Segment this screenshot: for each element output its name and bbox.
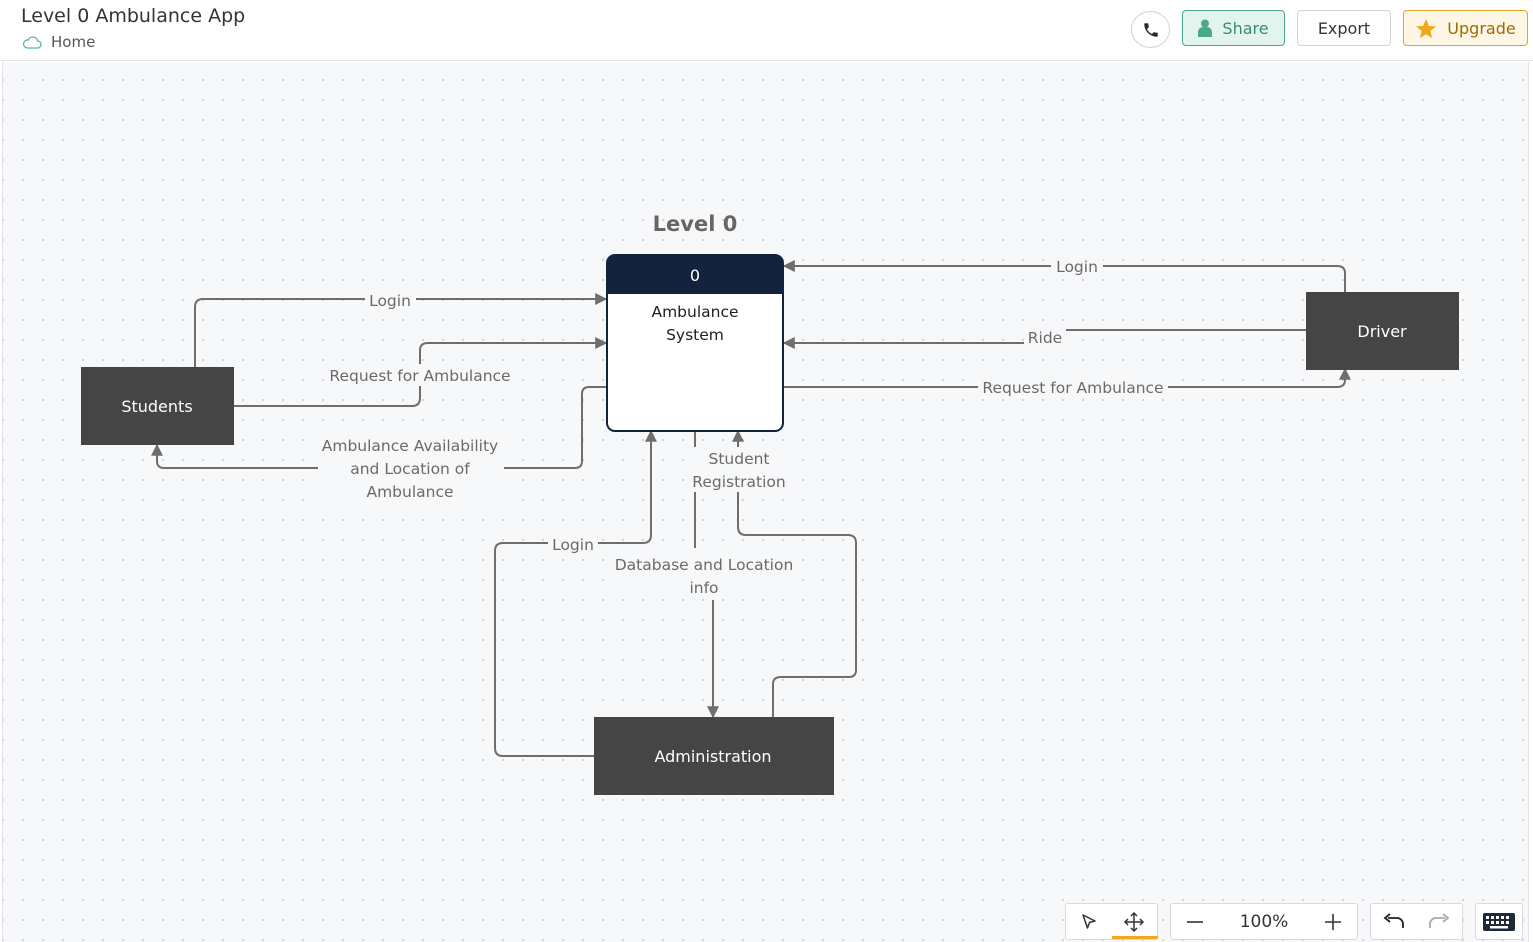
zoom-group: 100% (1170, 903, 1358, 940)
label-registration-line1[interactable]: Student (708, 450, 769, 468)
star-icon (1416, 18, 1437, 38)
label-database-line1[interactable]: Database and Location (615, 556, 794, 574)
call-button[interactable] (1131, 11, 1170, 48)
history-group (1370, 903, 1463, 940)
upgrade-label: Upgrade (1447, 18, 1516, 38)
entity-administration-label: Administration (654, 747, 771, 766)
process-name-line2: System (666, 326, 724, 344)
active-tool-indicator (1111, 936, 1158, 939)
redo-icon (1429, 912, 1450, 928)
label-registration-line2[interactable]: Registration (692, 473, 785, 491)
keyboard-icon (1483, 912, 1515, 931)
tool-mode-group (1065, 903, 1158, 940)
label-backgrounds (318, 255, 1168, 599)
process-name-line1: Ambulance (651, 303, 738, 321)
flow-registration[interactable] (732, 429, 857, 718)
diagram-title[interactable]: Level 0 (653, 212, 738, 236)
label-driver-request[interactable]: Request for Ambulance (982, 379, 1163, 397)
process-number: 0 (690, 266, 700, 285)
label-driver-login[interactable]: Login (1056, 258, 1098, 276)
pan-tool-button[interactable] (1111, 904, 1158, 939)
share-button[interactable]: Share (1182, 10, 1285, 46)
entity-students-label: Students (121, 397, 192, 416)
label-students-login[interactable]: Login (369, 292, 411, 310)
upgrade-button[interactable]: Upgrade (1403, 10, 1528, 46)
zoom-in-button[interactable] (1309, 904, 1357, 939)
breadcrumb[interactable]: Home (22, 33, 95, 51)
label-availability-line3[interactable]: Ambulance (366, 483, 453, 501)
process-ambulance-system[interactable]: 0 Ambulance System (606, 254, 784, 432)
label-driver-ride[interactable]: Ride (1028, 329, 1062, 347)
flow-driver-login[interactable] (782, 260, 1346, 293)
flow-driver-request[interactable] (783, 367, 1351, 388)
keyboard-shortcuts-button[interactable] (1476, 904, 1522, 939)
label-availability-line2[interactable]: and Location of (350, 460, 470, 478)
zoom-level[interactable]: 100% (1239, 911, 1289, 932)
zoom-out-icon (1187, 920, 1203, 923)
label-students-request[interactable]: Request for Ambulance (329, 367, 510, 385)
select-tool-button[interactable] (1066, 904, 1112, 939)
redo-button[interactable] (1417, 904, 1463, 939)
phone-icon (1143, 22, 1158, 37)
breadcrumb-home[interactable]: Home (51, 33, 96, 51)
entity-driver[interactable]: Driver (1306, 292, 1459, 370)
zoom-out-button[interactable] (1171, 904, 1219, 939)
export-button[interactable]: Export (1297, 10, 1391, 46)
label-availability-line1[interactable]: Ambulance Availability (322, 437, 498, 455)
flow-availability[interactable] (151, 386, 607, 469)
document-title[interactable]: Level 0 Ambulance App (21, 5, 246, 27)
undo-icon (1383, 912, 1404, 928)
user-icon (1198, 19, 1213, 37)
flow-students-login[interactable] (194, 293, 608, 368)
pan-icon (1124, 911, 1145, 932)
keyboard-shortcuts-group (1475, 903, 1523, 940)
share-label: Share (1222, 18, 1269, 38)
zoom-in-icon (1325, 913, 1341, 930)
entity-administration[interactable]: Administration (594, 717, 834, 795)
top-bar: Level 0 Ambulance App Home Share Export … (0, 0, 1533, 61)
entity-students[interactable]: Students (81, 367, 234, 445)
undo-button[interactable] (1371, 904, 1417, 939)
pointer-icon (1082, 913, 1096, 929)
export-label: Export (1317, 18, 1371, 38)
cloud-icon (22, 36, 42, 49)
label-admin-login[interactable]: Login (552, 536, 594, 554)
label-database-line2[interactable]: info (689, 579, 718, 597)
entity-driver-label: Driver (1357, 322, 1407, 341)
flow-admin-login[interactable] (494, 429, 657, 757)
diagram-canvas[interactable] (2, 62, 1529, 942)
